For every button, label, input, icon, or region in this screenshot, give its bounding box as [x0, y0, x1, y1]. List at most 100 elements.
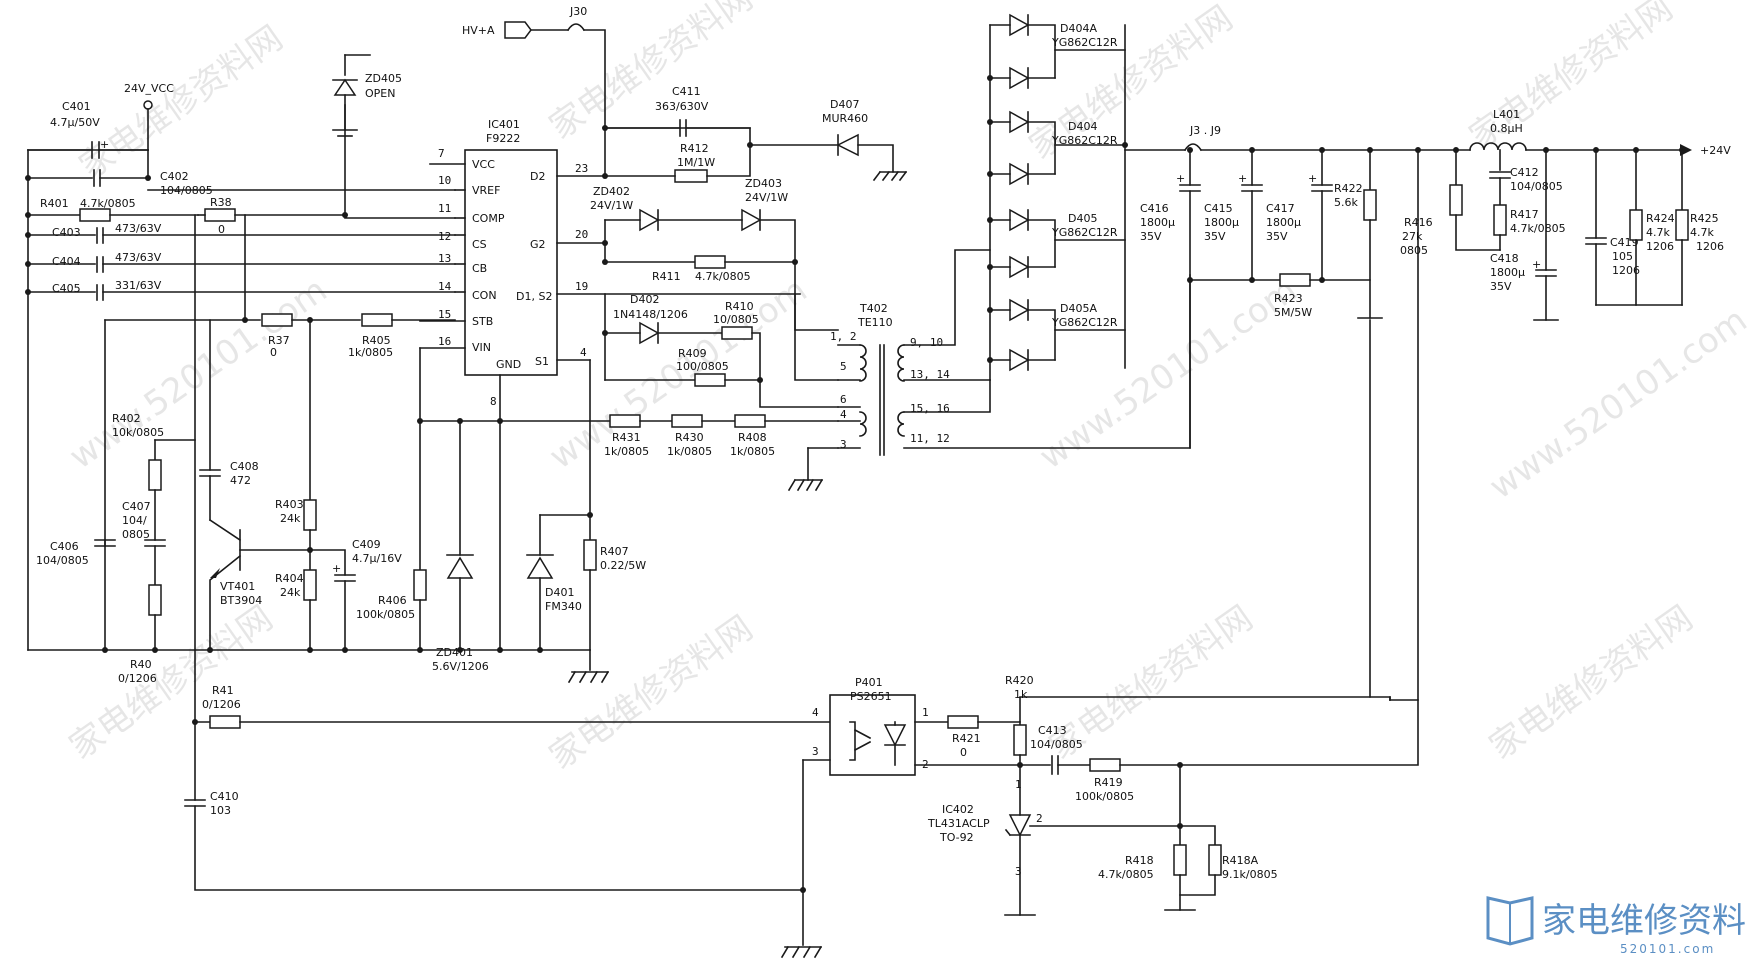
svg-text:R405: R405 [362, 334, 391, 347]
p401-ref: P401 [855, 676, 883, 689]
svg-text:4.7μ/16V: 4.7μ/16V [352, 552, 402, 565]
svg-text:15: 15 [438, 308, 451, 321]
svg-text:0: 0 [270, 346, 277, 359]
net-label-vcc: 24V_VCC [124, 82, 174, 95]
ic401-ref: IC401 [488, 118, 520, 131]
watermark-text: 家电维修资料网 [542, 608, 760, 777]
svg-text:R410: R410 [725, 300, 754, 313]
svg-text:R417: R417 [1510, 208, 1539, 221]
svg-text:1k/0805: 1k/0805 [730, 445, 775, 458]
svg-text:10k/0805: 10k/0805 [112, 426, 164, 439]
svg-text:R403: R403 [275, 498, 304, 511]
svg-text:R404: R404 [275, 572, 304, 585]
net-label-hv: HV+A [462, 24, 495, 37]
svg-text:3: 3 [1015, 865, 1022, 878]
svg-text:24V/1W: 24V/1W [590, 199, 633, 212]
standby-bias: R37 0 R405 1k/0805 [104, 214, 456, 651]
svg-text:2: 2 [1036, 812, 1043, 825]
svg-text:5.6k: 5.6k [1334, 196, 1358, 209]
svg-text:D405A: D405A [1060, 302, 1097, 315]
svg-text:+: + [332, 562, 341, 575]
svg-text:1800μ: 1800μ [1490, 266, 1525, 279]
p401-part: PS2651 [850, 690, 892, 703]
svg-text:103: 103 [210, 804, 231, 817]
svg-text:R418A: R418A [1222, 854, 1259, 867]
vcc-terminal [143, 100, 153, 110]
svg-text:1N4148/1206: 1N4148/1206 [613, 308, 688, 321]
svg-text:C406: C406 [50, 540, 79, 553]
svg-text:D1, S2: D1, S2 [516, 290, 552, 303]
svg-text:C407: C407 [122, 500, 151, 513]
svg-text:+: + [1308, 172, 1317, 185]
c404-ref: C404 [52, 255, 81, 268]
svg-text:35V: 35V [1266, 230, 1288, 243]
svg-text:4.7k: 4.7k [1646, 226, 1670, 239]
svg-text:VREF: VREF [472, 184, 500, 197]
snubber-c411-r412: C411 363/630V R412 1M/1W [602, 85, 839, 183]
svg-text:R420: R420 [1005, 674, 1034, 687]
svg-text:5: 5 [840, 360, 847, 373]
svg-text:4.7k/0805: 4.7k/0805 [695, 270, 751, 283]
svg-text:13: 13 [438, 252, 451, 265]
svg-text:R412: R412 [680, 142, 709, 155]
svg-text:R411: R411 [652, 270, 681, 283]
svg-text:TE110: TE110 [857, 316, 893, 329]
vcc-input-section: 24V_VCC C401 4.7μ/50V + C402 104/0805 R4… [25, 82, 456, 651]
d407-diode: D407 MUR460 [822, 98, 908, 182]
output-filter: + C418 1800μ 35V C419 105 1206 R424 4.7k… [1490, 149, 1724, 321]
svg-text:C410: C410 [210, 790, 239, 803]
svg-text:R409: R409 [678, 347, 707, 360]
tl431-regulator: R421 0 R420 1k C413 104/0805 R419 100k/0… [927, 319, 1419, 916]
svg-text:R425: R425 [1690, 212, 1719, 225]
svg-text:20: 20 [575, 228, 588, 241]
svg-text:0/1206: 0/1206 [118, 672, 157, 685]
svg-text:3: 3 [840, 438, 847, 451]
svg-text:0.22/5W: 0.22/5W [600, 559, 646, 572]
optocoupler-p401: P401 PS2651 4 3 1 2 [802, 676, 1021, 891]
svg-text:1k/0805: 1k/0805 [348, 346, 393, 359]
svg-text:19: 19 [575, 280, 588, 293]
svg-text:VCC: VCC [472, 158, 495, 171]
svg-text:4: 4 [812, 706, 819, 719]
watermark-text: 家电维修资料网 [62, 598, 280, 767]
svg-text:+: + [1532, 258, 1541, 271]
r38-resistor [204, 208, 236, 222]
c403-ref: C403 [52, 226, 81, 239]
svg-text:FM340: FM340 [545, 600, 582, 613]
svg-text:24V/1W: 24V/1W [745, 191, 788, 204]
svg-text:10/0805: 10/0805 [713, 313, 759, 326]
drive-network-d402: D402 1N4148/1206 R410 10/0805 R409 100/0… [602, 293, 839, 408]
svg-text:C418: C418 [1490, 252, 1519, 265]
svg-text:D407: D407 [830, 98, 859, 111]
vt401-part: BT3904 [220, 594, 262, 607]
c401-ref: C401 [62, 100, 91, 113]
svg-text:35V: 35V [1490, 280, 1512, 293]
svg-text:CB: CB [472, 262, 487, 275]
svg-text:R423: R423 [1274, 292, 1303, 305]
svg-text:COMP: COMP [472, 212, 505, 225]
svg-text:1k/0805: 1k/0805 [667, 445, 712, 458]
svg-text:R40: R40 [130, 658, 152, 671]
svg-text:R37: R37 [268, 334, 290, 347]
svg-text:R421: R421 [952, 732, 981, 745]
svg-text:R424: R424 [1646, 212, 1675, 225]
zd405-zener: ZD405 OPEN [332, 54, 402, 216]
svg-text:1800μ: 1800μ [1204, 216, 1239, 229]
svg-text:ZD403: ZD403 [745, 177, 782, 190]
svg-text:1800μ: 1800μ [1140, 216, 1175, 229]
watermark-url: www.520101.com [1482, 300, 1754, 507]
svg-text:0805: 0805 [1400, 244, 1428, 257]
svg-text:10: 10 [438, 174, 451, 187]
svg-text:0: 0 [960, 746, 967, 759]
zd405-value: OPEN [365, 87, 395, 100]
svg-text:9.1k/0805: 9.1k/0805 [1222, 868, 1278, 881]
svg-text:R419: R419 [1094, 776, 1123, 789]
svg-text:ZD402: ZD402 [593, 185, 630, 198]
r401-value: 4.7k/0805 [80, 197, 136, 210]
svg-text:4.7k/0805: 4.7k/0805 [1098, 868, 1154, 881]
ic401-part: F9222 [486, 132, 520, 145]
zd405-ref: ZD405 [365, 72, 402, 85]
r38-ref: R38 [210, 196, 232, 209]
svg-text:C411: C411 [672, 85, 701, 98]
c403-value: 473/63V [115, 222, 162, 235]
